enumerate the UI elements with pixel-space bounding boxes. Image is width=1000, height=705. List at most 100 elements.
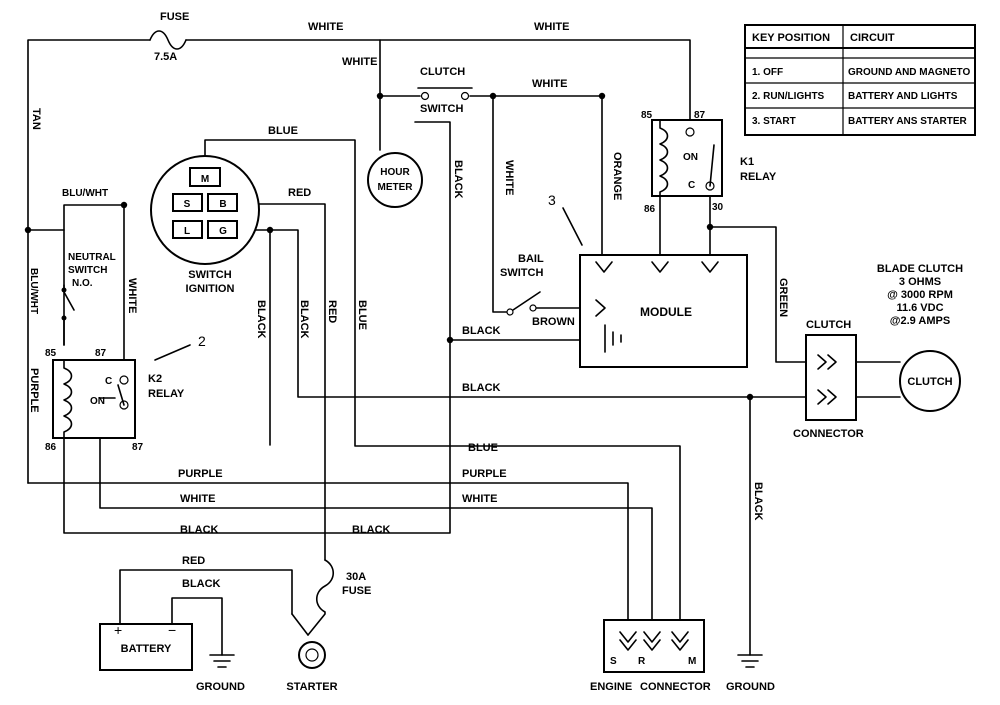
wire-label-black: BLACK	[462, 382, 501, 394]
k2-label-1: K2	[148, 373, 162, 385]
table-cell: GROUND AND MAGNETO	[848, 67, 970, 78]
k2-pin-87b: 87	[132, 442, 144, 453]
wire-label-brown: BROWN	[532, 316, 575, 328]
k2-relay: C ON 85 87 86 87 K2 RELAY	[45, 348, 185, 453]
hour-meter: HOUR METER	[367, 152, 423, 208]
blade-clutch-line-5: @2.9 AMPS	[890, 315, 950, 327]
ignition-terminal-s: S	[184, 199, 191, 210]
starter: STARTER	[286, 613, 338, 693]
table-cell: 2. RUN/LIGHTS	[752, 91, 825, 102]
connector-label-top: CLUTCH	[806, 319, 851, 331]
fuse-30a-label-2: FUSE	[342, 585, 371, 597]
wire-label-red: RED	[288, 187, 311, 199]
wire-label-white: WHITE	[342, 56, 377, 68]
wire-label-black: BLACK	[352, 524, 391, 536]
ignition-terminal-m: M	[201, 174, 209, 185]
k1-c-label: C	[688, 180, 695, 191]
wire-label-green: GREEN	[777, 278, 789, 317]
wire-label-blue: BLUE	[468, 442, 498, 454]
neutral-switch-label-1: NEUTRAL	[68, 252, 116, 263]
battery-plus: +	[114, 622, 122, 638]
table-cell: 3. START	[752, 116, 796, 127]
wire-label-red: RED	[326, 300, 338, 323]
wires	[27, 30, 901, 668]
k1-pin-86: 86	[644, 204, 656, 215]
wire-label-black: BLACK	[462, 325, 501, 337]
wire-label-blue: BLUE	[356, 300, 368, 330]
blade-clutch-line-3: @ 3000 RPM	[887, 289, 953, 301]
k2-pin-85: 85	[45, 348, 57, 359]
module-label: MODULE	[640, 305, 692, 319]
table-cell: BATTERY AND LIGHTS	[848, 91, 958, 102]
wire-label-red: RED	[182, 555, 205, 567]
wire-label-orange: ORANGE	[611, 152, 623, 200]
module: MODULE	[579, 254, 748, 368]
battery-minus: −	[168, 622, 176, 638]
fuse-top-label: FUSE	[160, 11, 189, 23]
wire-label-black: BLACK	[752, 482, 764, 521]
connector-label-bottom: CONNECTOR	[793, 428, 864, 440]
wire-label-purple: PURPLE	[462, 468, 507, 480]
engine-label-2: CONNECTOR	[640, 681, 711, 693]
bail-switch-label-2: SWITCH	[500, 267, 543, 279]
fuse-top-rating: 7.5A	[154, 51, 177, 63]
bail-switch: BAIL SWITCH	[500, 253, 544, 316]
battery-label: BATTERY	[121, 643, 172, 655]
hour-meter-label-1: HOUR	[380, 167, 410, 178]
ignition-switch: M S B L G SWITCH IGNITION	[150, 155, 260, 295]
wire-label-blu-wht: BLU/WHT	[62, 188, 108, 199]
ground-right-label: GROUND	[726, 681, 775, 693]
neutral-switch-label-2: SWITCH	[68, 265, 107, 276]
wire-label-white: WHITE	[532, 78, 567, 90]
wire-label-black: BLACK	[182, 578, 221, 590]
blade-clutch-line-1: BLADE CLUTCH	[877, 263, 963, 275]
wire-label-white: WHITE	[180, 493, 215, 505]
wire-labels: WHITE WHITE WHITE WHITE BLUE RED BLU/WHT…	[28, 21, 789, 590]
neutral-switch-label-3: N.O.	[72, 278, 93, 289]
clutch-label: CLUTCH	[907, 376, 952, 388]
k2-label-2: RELAY	[148, 388, 185, 400]
k2-callout: 2	[198, 333, 206, 349]
wire-label-white: WHITE	[462, 493, 497, 505]
starter-label: STARTER	[286, 681, 337, 693]
k2-on-label: ON	[90, 396, 105, 407]
table-header-key-position: KEY POSITION	[752, 32, 830, 44]
engine-terminal-s: S	[610, 656, 617, 667]
wire-label-white: WHITE	[503, 160, 515, 195]
table-header-circuit: CIRCUIT	[850, 32, 895, 44]
k1-label-1: K1	[740, 156, 754, 168]
module-callout-line	[562, 207, 583, 246]
clutch-switch-label-2: SWITCH	[420, 103, 463, 115]
wire-label-purple: PURPLE	[178, 468, 223, 480]
junction-dots	[24, 92, 754, 401]
clutch-switch: CLUTCH SWITCH	[417, 66, 473, 115]
k1-pin-85: 85	[641, 110, 653, 121]
engine-terminal-r: R	[638, 656, 646, 667]
wire-label-white: WHITE	[126, 278, 138, 313]
clutch-switch-label-1: CLUTCH	[420, 66, 465, 78]
hour-meter-label-2: METER	[378, 182, 414, 193]
wire-label-black: BLACK	[255, 300, 267, 339]
clutch: CLUTCH	[899, 350, 961, 412]
ignition-label-1: SWITCH	[188, 269, 231, 281]
k2-pin-86: 86	[45, 442, 57, 453]
wire-label-white: WHITE	[308, 21, 343, 33]
table-cell: BATTERY ANS STARTER	[848, 116, 967, 127]
neutral-switch: NEUTRAL SWITCH N.O.	[61, 252, 116, 321]
wire-label-blue: BLUE	[268, 125, 298, 137]
wire-label-purple: PURPLE	[28, 368, 40, 413]
battery: BATTERY + −	[99, 622, 193, 671]
k1-pin-87: 87	[694, 110, 706, 121]
engine-label: ENGINE	[590, 681, 632, 693]
key-position-table: KEY POSITION CIRCUIT 1. OFF GROUND AND M…	[744, 24, 976, 136]
blade-clutch-spec: BLADE CLUTCH 3 OHMS @ 3000 RPM 11.6 VDC …	[877, 263, 963, 327]
clutch-connector: CLUTCH CONNECTOR	[793, 319, 864, 440]
blade-clutch-line-4: 11.6 VDC	[896, 302, 943, 314]
k2-c-label: C	[105, 376, 112, 387]
k2-callout-line	[154, 344, 191, 361]
wire-label-black: BLACK	[298, 300, 310, 339]
ignition-label-2: IGNITION	[186, 283, 235, 295]
wire-label-tan: TAN	[30, 108, 42, 130]
table-cell: 1. OFF	[752, 67, 783, 78]
